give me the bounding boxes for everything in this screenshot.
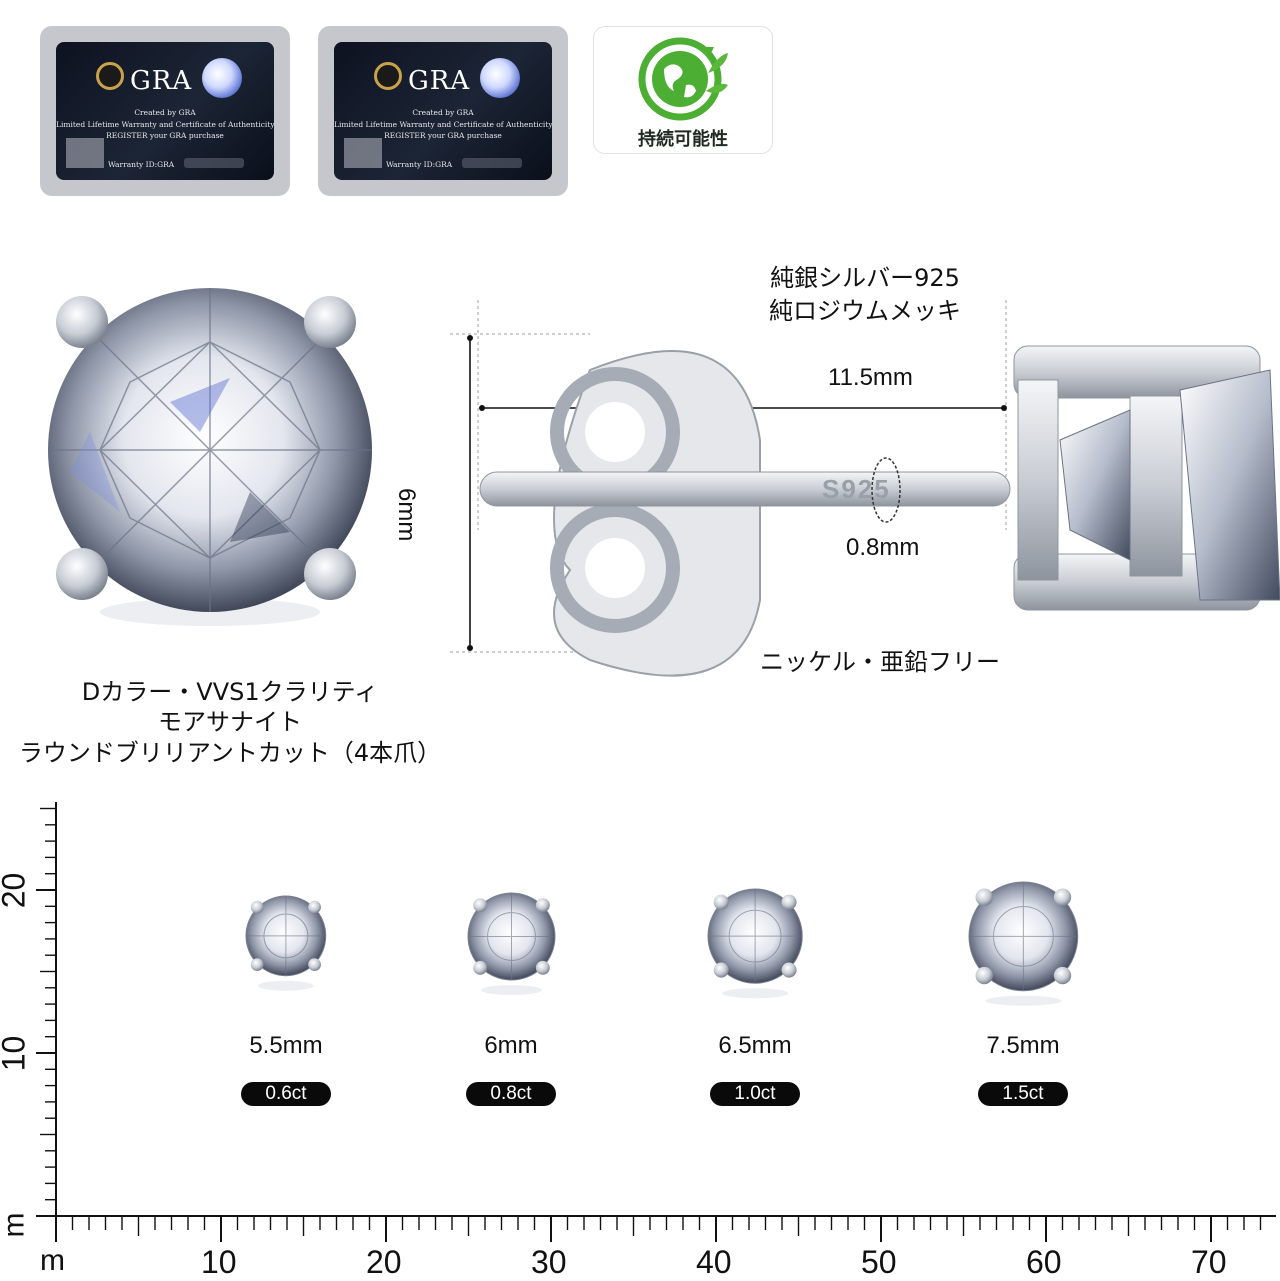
size-label: 6.5mm bbox=[718, 1032, 792, 1059]
diamond-icon bbox=[480, 58, 520, 98]
gra-certificate: GRA Created by GRA Limited Lifetime Warr… bbox=[334, 42, 552, 180]
globe-recycle-icon bbox=[638, 37, 728, 121]
ruler-x-label: 20 bbox=[366, 1244, 402, 1280]
ruler-y-label: 20 bbox=[0, 872, 32, 909]
size-label: 7.5mm bbox=[986, 1032, 1060, 1059]
ruler bbox=[36, 802, 1276, 1242]
stud-earring-front-image bbox=[48, 288, 372, 626]
diamond-icon bbox=[202, 58, 242, 98]
earring-side-profile-diagram bbox=[450, 300, 1280, 677]
gra-certificate-card-2: GRA Created by GRA Limited Lifetime Warr… bbox=[318, 26, 568, 196]
gra-certificate-card-1: GRA Created by GRA Limited Lifetime Warr… bbox=[40, 26, 290, 196]
gra-seal-icon bbox=[374, 62, 402, 90]
rotation-arrow-icon bbox=[871, 457, 901, 523]
size-stud-image bbox=[968, 881, 1078, 1006]
post-diameter-label: 0.8mm bbox=[846, 534, 920, 561]
size-stud-image bbox=[707, 888, 803, 999]
ruler-x-label: 70 bbox=[1191, 1244, 1227, 1280]
blurred-id bbox=[462, 158, 522, 168]
size-stud-image bbox=[245, 895, 327, 991]
gra-seal-icon bbox=[96, 62, 124, 90]
ruler-x-label: 10 bbox=[201, 1244, 237, 1280]
ruler-x-label: 50 bbox=[861, 1244, 897, 1280]
post-stamp: S925 bbox=[822, 474, 891, 504]
gra-certificate: GRA Created by GRA Limited Lifetime Warr… bbox=[56, 42, 274, 180]
warranty-id: Warranty ID:GRA bbox=[108, 160, 175, 169]
gra-brand: GRA bbox=[408, 66, 471, 96]
sustainability-badge: 持続可能性 bbox=[593, 26, 773, 154]
stone-desc-line-2: モアサナイト bbox=[158, 708, 302, 736]
length-label: 11.5mm bbox=[828, 364, 913, 391]
height-label: 6mm bbox=[393, 488, 420, 542]
carat-pill: 1.0ct bbox=[710, 1082, 800, 1106]
carat-pill: 1.5ct bbox=[978, 1082, 1068, 1106]
created-by: Created by GRA bbox=[134, 108, 196, 117]
qr-code-icon bbox=[344, 138, 382, 168]
register-line: REGISTER your GRA purchase bbox=[384, 131, 502, 140]
sustainability-label: 持続可能性 bbox=[638, 129, 728, 150]
size-label: 6mm bbox=[484, 1032, 538, 1059]
carat-pill: 0.6ct bbox=[241, 1082, 331, 1106]
gra-brand: GRA bbox=[130, 66, 193, 96]
warranty-id: Warranty ID:GRA bbox=[386, 160, 453, 169]
stone-desc-line-3: ラウンドブリリアントカット（4本爪） bbox=[18, 739, 442, 767]
warranty-line: Limited Lifetime Warranty and Certificat… bbox=[334, 120, 552, 129]
created-by: Created by GRA bbox=[412, 108, 474, 117]
blurred-id bbox=[184, 158, 244, 168]
carat-pill: 0.8ct bbox=[466, 1082, 556, 1106]
stone-desc-line-1: Dカラー・VVS1クラリティ bbox=[81, 678, 379, 706]
ruler-unit-label: m bbox=[40, 1244, 65, 1277]
size-stud-image bbox=[467, 892, 555, 995]
ruler-y-label: 10 bbox=[0, 1035, 32, 1072]
warranty-line: Limited Lifetime Warranty and Certificat… bbox=[56, 120, 274, 129]
ruler-x-label: 60 bbox=[1026, 1244, 1062, 1280]
material-line-2: 純ロジウムメッキ bbox=[769, 297, 961, 325]
nickel-free-note: ニッケル・亜鉛フリー bbox=[760, 648, 1000, 676]
ruler-unit-label-vertical: m bbox=[0, 1212, 31, 1238]
size-label: 5.5mm bbox=[249, 1032, 323, 1059]
qr-code-icon bbox=[66, 138, 104, 168]
register-line: REGISTER your GRA purchase bbox=[106, 131, 224, 140]
ruler-x-label: 40 bbox=[696, 1244, 732, 1280]
ruler-x-label: 30 bbox=[531, 1244, 567, 1280]
material-line-1: 純銀シルバー925 bbox=[770, 264, 960, 292]
